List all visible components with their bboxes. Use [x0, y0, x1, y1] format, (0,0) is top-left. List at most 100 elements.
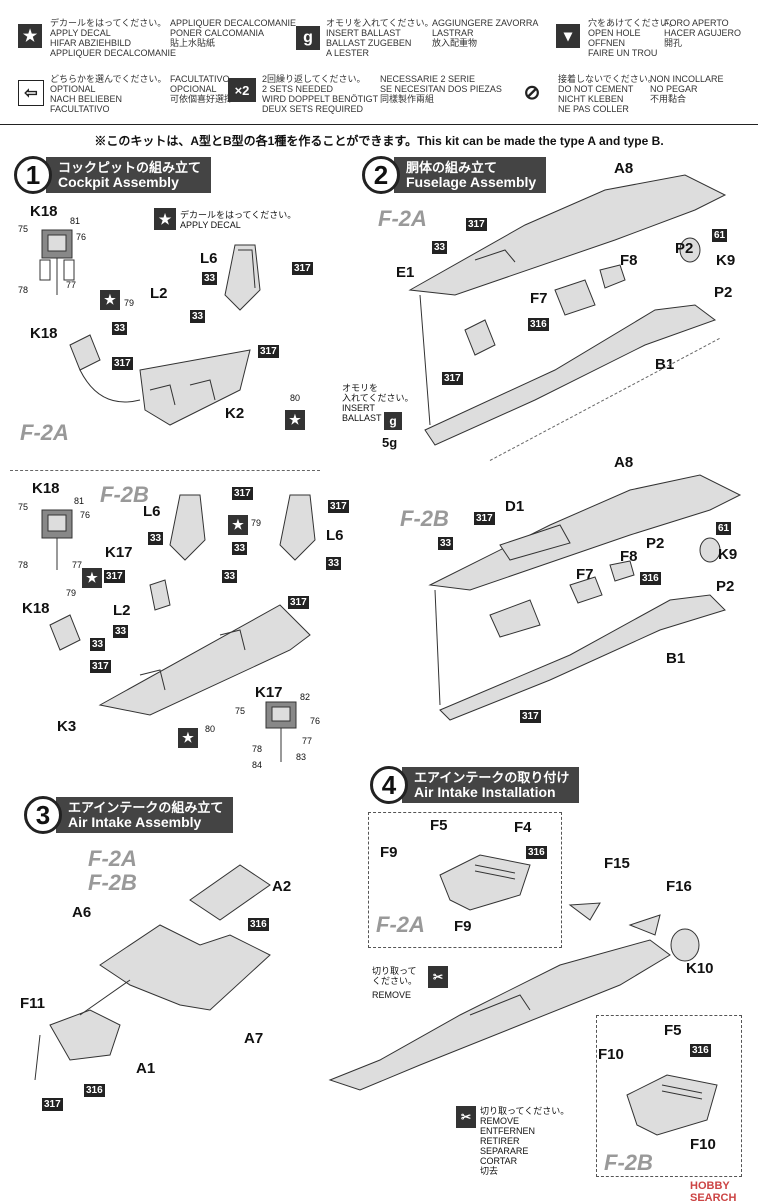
- star-icon: ★: [154, 208, 176, 230]
- step-4-title-jp: エアインテークの取り付け: [414, 770, 570, 785]
- part-l6-b2: L6: [326, 527, 344, 544]
- part-l2-a: L2: [150, 285, 168, 302]
- star-icon: ★: [82, 568, 102, 588]
- intake-inset-drawing-b: [626, 1074, 718, 1136]
- paint-33-a2: 33: [190, 310, 206, 323]
- variant-label-a4: F-2A: [376, 912, 425, 937]
- legend-ballast-a: INSERT BALLAST BALLAST ZUGEBEN A LESTER: [326, 28, 412, 58]
- decal-83: 83: [296, 752, 307, 762]
- part-f15: F15: [604, 855, 630, 872]
- paint-61-a: 61: [712, 229, 728, 242]
- decal-75-a: 75: [18, 224, 29, 234]
- part-l6-b1: L6: [143, 503, 161, 520]
- paint-33-d1: 33: [438, 537, 454, 550]
- part-l2-b: L2: [113, 602, 131, 619]
- legend: ★ デカールをはってください。 APPLY DECAL HIFAR ABZIEH…: [0, 0, 758, 125]
- legend-x2-a: 2 SETS NEEDED WIRD DOPPELT BENÖTIGT DEUX…: [262, 84, 379, 114]
- step-2-number: 2: [362, 156, 400, 194]
- step-2-header: 2 胴体の組み立て Fuselage Assembly: [362, 156, 547, 194]
- variant-label-b1: F-2B: [100, 482, 149, 507]
- variant-label-a1: F-2A: [20, 420, 69, 445]
- weight-icon: g: [296, 26, 320, 50]
- step-1-number: 1: [14, 156, 52, 194]
- star-icon: ★: [285, 410, 305, 430]
- intake-inset-drawing-a: [439, 854, 531, 911]
- part-p2-a2: P2: [714, 284, 733, 301]
- part-k2: K2: [225, 405, 245, 422]
- part-f10-b1: F10: [598, 1046, 624, 1063]
- paint-33-a1: 33: [202, 272, 218, 285]
- legend-decal-b: APPLIQUER DECALCOMANIE PONER CALCOMANIA …: [170, 18, 297, 48]
- cut-icon: ✂: [428, 966, 448, 988]
- remove-legend-jp: 切り取ってください。: [480, 1106, 570, 1116]
- paint-316-f1: 316: [526, 846, 547, 859]
- part-a8-b: A8: [614, 454, 634, 471]
- watermark: HOBBY SEARCH: [690, 1180, 737, 1204]
- cockpit-decal-diagram-a: [39, 229, 75, 295]
- step-1-title: コックピットの組み立て Cockpit Assembly: [46, 157, 212, 193]
- decal-79-a: 79: [124, 298, 135, 308]
- cut-icon: ✂: [456, 1106, 476, 1128]
- star-icon: ★: [228, 515, 248, 535]
- part-p2-a1: P2: [675, 240, 694, 257]
- part-k9-b: K9: [718, 546, 738, 563]
- paint-33-b2: 33: [326, 557, 342, 570]
- part-b1-a: B1: [655, 356, 675, 373]
- star-icon: ★: [100, 290, 120, 310]
- star-icon: ★: [18, 24, 42, 48]
- decal-84: 84: [252, 760, 263, 770]
- legend-divider: [0, 124, 758, 125]
- remove-note-jp: 切り取って ください。: [372, 966, 418, 986]
- part-f9-a2: F9: [454, 918, 472, 935]
- part-f11: F11: [20, 995, 46, 1012]
- paint-33-b5: 33: [90, 638, 106, 651]
- decal-79-b1: 79: [251, 518, 262, 528]
- step-1-header: 1 コックピットの組み立て Cockpit Assembly: [14, 156, 212, 194]
- step-2-title: 胴体の組み立て Fuselage Assembly: [394, 157, 547, 193]
- part-f9-a1: F9: [380, 844, 398, 861]
- step-2-title-jp: 胴体の組み立て: [406, 160, 498, 175]
- part-e1: E1: [396, 264, 415, 281]
- paint-317-b2: 317: [328, 500, 349, 513]
- paint-317-a1: 317: [292, 262, 313, 275]
- decal-76-c: 76: [310, 716, 321, 726]
- part-k9-a: K9: [716, 252, 736, 269]
- kit-note: ※このキットは、A型とB型の各1種を作ることができます。This kit can…: [94, 134, 664, 148]
- decal-77-c: 77: [302, 736, 313, 746]
- part-a8-a: A8: [614, 160, 634, 177]
- remove-legend-lines: REMOVE ENTFERNEN RETIRER SEPARARE CORTAR…: [480, 1116, 536, 1176]
- fuselage-bottom-drawing: [328, 902, 700, 1091]
- variant-label-a2: F-2A: [378, 206, 427, 231]
- decal-77-b: 77: [72, 560, 83, 570]
- legend-noglue-a: DO NOT CEMENT NICHT KLEBEN NE PAS COLLER: [558, 84, 634, 114]
- paint-317-a2: 317: [112, 357, 133, 370]
- part-a1: A1: [136, 1060, 156, 1077]
- decal-80-a: 80: [290, 393, 301, 403]
- part-f8-a: F8: [620, 252, 638, 269]
- paint-316-e2: 316: [84, 1084, 105, 1097]
- part-p2-b1: P2: [646, 535, 665, 552]
- paint-317-b1: 317: [232, 487, 253, 500]
- part-k18-a: K18: [30, 203, 58, 220]
- fuselage-drawing-b: [428, 474, 742, 721]
- part-a7: A7: [244, 1030, 264, 1047]
- fuselage-drawing-a: [408, 174, 727, 446]
- k17-decal-diagram: [265, 701, 297, 762]
- legend-hole-a: OPEN HOLE OFFNEN FAIRE UN TROU: [588, 28, 658, 58]
- legend-decal-jp: デカールをはってください。: [50, 18, 167, 28]
- paint-61-b: 61: [716, 522, 732, 535]
- decal-81-a: 81: [70, 216, 81, 226]
- decal-76-a: 76: [76, 232, 87, 242]
- legend-optional-jp: どちらかを選んでください。: [50, 74, 167, 84]
- legend-decal-a: APPLY DECAL HIFAR ABZIEHBILD APPLIQUER D…: [50, 28, 177, 58]
- step-4-header: 4 エアインテークの取り付け Air Intake Installation: [370, 766, 580, 804]
- paint-33-b3: 33: [232, 542, 248, 555]
- variant-label-b2: F-2B: [400, 506, 449, 531]
- part-k3: K3: [57, 718, 77, 735]
- part-f16: F16: [666, 878, 692, 895]
- legend-optional-b: FACULTATIVO OPCIONAL 可依個喜好選擇: [170, 74, 234, 104]
- part-k17-b2: K17: [255, 684, 283, 701]
- part-f10-b2: F10: [690, 1136, 716, 1153]
- decal-78-c: 78: [252, 744, 263, 754]
- legend-x2-b: NECESSARIE 2 SERIE SE NECESITAN DOS PIEZ…: [380, 74, 502, 104]
